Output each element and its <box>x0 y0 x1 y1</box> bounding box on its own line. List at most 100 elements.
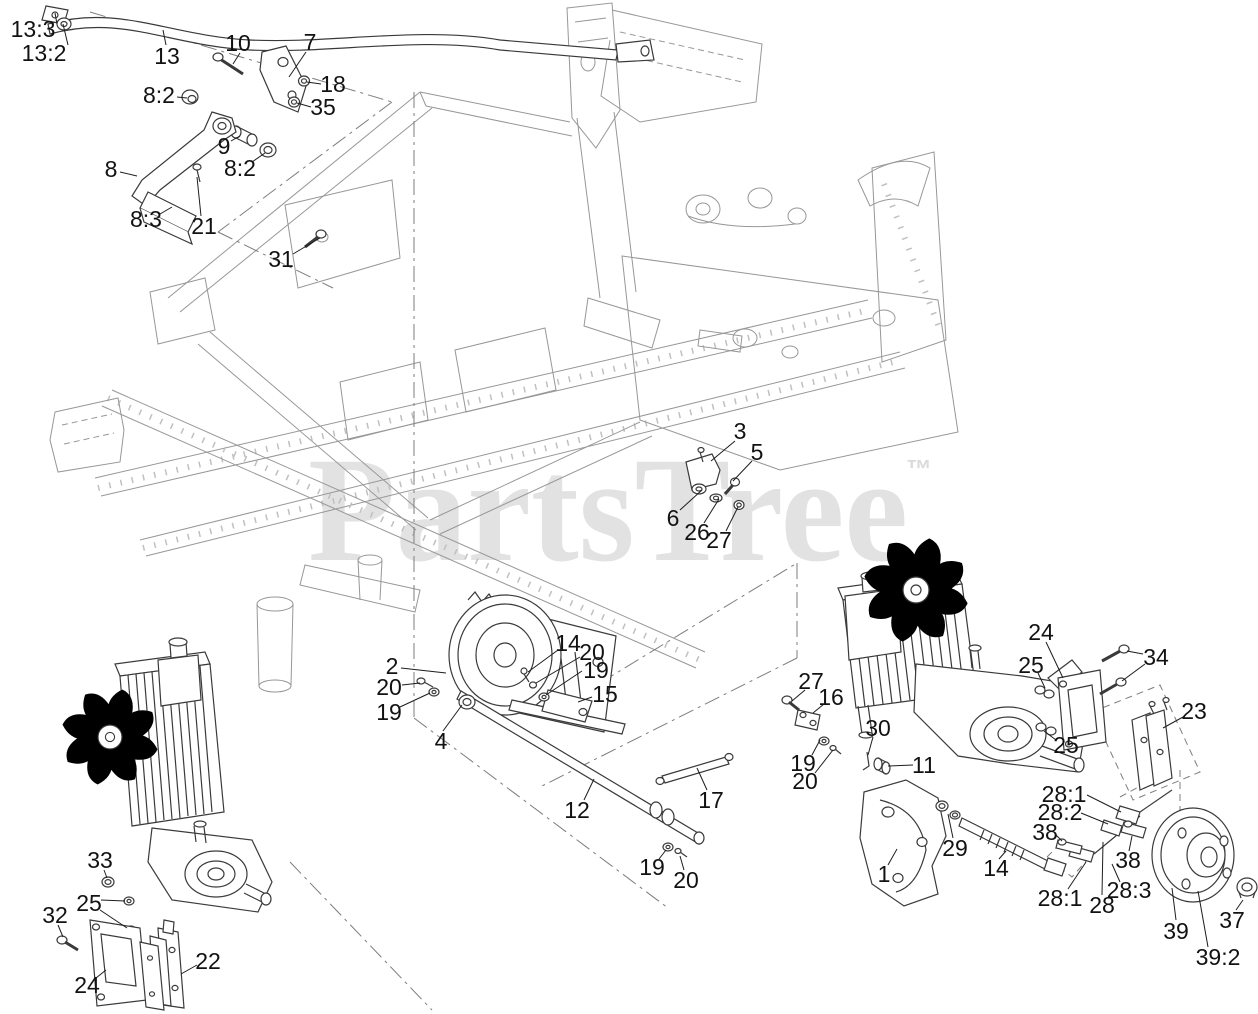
bolt-21 <box>192 163 202 171</box>
leader-line <box>696 767 708 791</box>
leader-line <box>725 506 739 532</box>
washer-25r2 <box>1035 722 1047 732</box>
right-bracket-group <box>1034 644 1173 791</box>
part-callout-25: 25 <box>1053 732 1079 758</box>
leader-line <box>710 440 736 462</box>
leader-line <box>442 704 463 732</box>
part-callout-38: 38 <box>1032 819 1058 845</box>
bolt-31 <box>315 229 327 239</box>
leader-line <box>1086 794 1122 813</box>
leader-line <box>62 23 69 46</box>
part-callout-19: 19 <box>790 750 816 776</box>
part-callout-23: 23 <box>1181 698 1207 724</box>
part-callout-25: 25 <box>1018 652 1044 678</box>
part-callout-15: 15 <box>592 681 618 707</box>
part-callout-7: 7 <box>304 29 317 55</box>
brake-drum-assembly <box>416 591 734 858</box>
part-callout-4: 4 <box>435 728 448 754</box>
part-callout-26: 26 <box>684 519 710 545</box>
leader-line <box>1037 672 1046 689</box>
leader-line <box>1162 716 1184 729</box>
leader-line <box>296 102 312 108</box>
part-callout-33: 33 <box>87 847 113 873</box>
part-callout-12: 12 <box>564 797 590 823</box>
leader-line <box>1054 833 1063 842</box>
leader-line <box>1101 841 1104 896</box>
part-callout-2: 2 <box>386 653 399 679</box>
part-callout-10: 10 <box>225 30 251 56</box>
screw-20c <box>674 847 682 855</box>
leader-line <box>1067 861 1087 890</box>
mount-hardware-group <box>781 695 891 775</box>
part-callout-28-3: 28:3 <box>1107 877 1152 903</box>
part-callout-28-2: 28:2 <box>1038 799 1083 825</box>
leader-line <box>176 96 188 99</box>
wheel-stud <box>1222 867 1232 879</box>
part-callout-13-3: 13:3 <box>11 16 56 42</box>
part-callout-35: 35 <box>310 94 336 120</box>
clevis-28-1b <box>1115 805 1141 825</box>
part-callout-18: 18 <box>320 71 346 97</box>
leader-line <box>811 739 821 756</box>
leader-line <box>103 869 108 879</box>
link-17 <box>661 756 730 784</box>
adjuster-28-2 <box>1100 819 1123 837</box>
leader-line <box>535 656 581 684</box>
leader-line <box>1043 730 1057 741</box>
leader-line <box>791 689 806 702</box>
part-callout-19: 19 <box>639 854 665 880</box>
leader-line <box>100 899 126 902</box>
screw-20 <box>416 677 426 685</box>
part-callout-39-2: 39:2 <box>1196 944 1241 970</box>
axle-shaft-right <box>1073 757 1085 773</box>
part-callout-13-2: 13:2 <box>22 40 67 66</box>
leader-line <box>180 964 198 975</box>
part-callout-17: 17 <box>698 787 724 813</box>
part-callout-19: 19 <box>583 657 609 683</box>
brake-disc-group <box>1151 807 1258 903</box>
part-callout-25: 25 <box>76 890 102 916</box>
expansion-tank <box>157 654 202 707</box>
part-callout-8-2: 8:2 <box>224 155 256 181</box>
part-callout-28-1: 28:1 <box>1038 885 1083 911</box>
leader-line <box>1235 899 1244 911</box>
leader-line <box>577 696 593 703</box>
trademark-symbol: ™ <box>906 454 932 484</box>
part-callout-32: 32 <box>42 902 68 928</box>
wheel-stud <box>1177 827 1187 839</box>
leader-line <box>658 849 667 860</box>
leader-line <box>527 649 559 673</box>
pivot-bracket-assembly <box>685 446 745 511</box>
leader-line <box>232 52 241 65</box>
part-callout-28: 28 <box>1089 892 1115 918</box>
part-callout-14: 14 <box>555 630 581 656</box>
part-callout-30: 30 <box>865 715 891 741</box>
part-callout-39: 39 <box>1163 918 1189 944</box>
part-callout-20: 20 <box>376 674 402 700</box>
part-callout-34: 34 <box>1143 644 1169 670</box>
leader-line <box>162 29 167 46</box>
part-callout-8-2: 8:2 <box>143 82 175 108</box>
leader-line <box>998 850 1007 860</box>
control-rod-linkage-assembly <box>41 5 655 249</box>
leader-line <box>1128 835 1133 852</box>
leader-line <box>1111 863 1121 883</box>
left-transaxle-assembly <box>56 637 273 952</box>
cooling-fan <box>60 687 160 787</box>
leader-line <box>230 135 241 142</box>
leader-line <box>159 206 173 215</box>
leader-line <box>887 764 914 767</box>
link-16 <box>794 709 821 731</box>
leader-line <box>99 909 128 929</box>
leader-line <box>400 667 447 674</box>
leader-line <box>703 498 720 524</box>
leader-line <box>1080 812 1109 825</box>
leader-line <box>196 176 202 217</box>
leader-line <box>545 670 583 696</box>
part-callout-28-1: 28:1 <box>1042 781 1087 807</box>
leader-line <box>292 237 321 255</box>
leader-line <box>812 703 825 714</box>
leader-line <box>54 12 58 25</box>
